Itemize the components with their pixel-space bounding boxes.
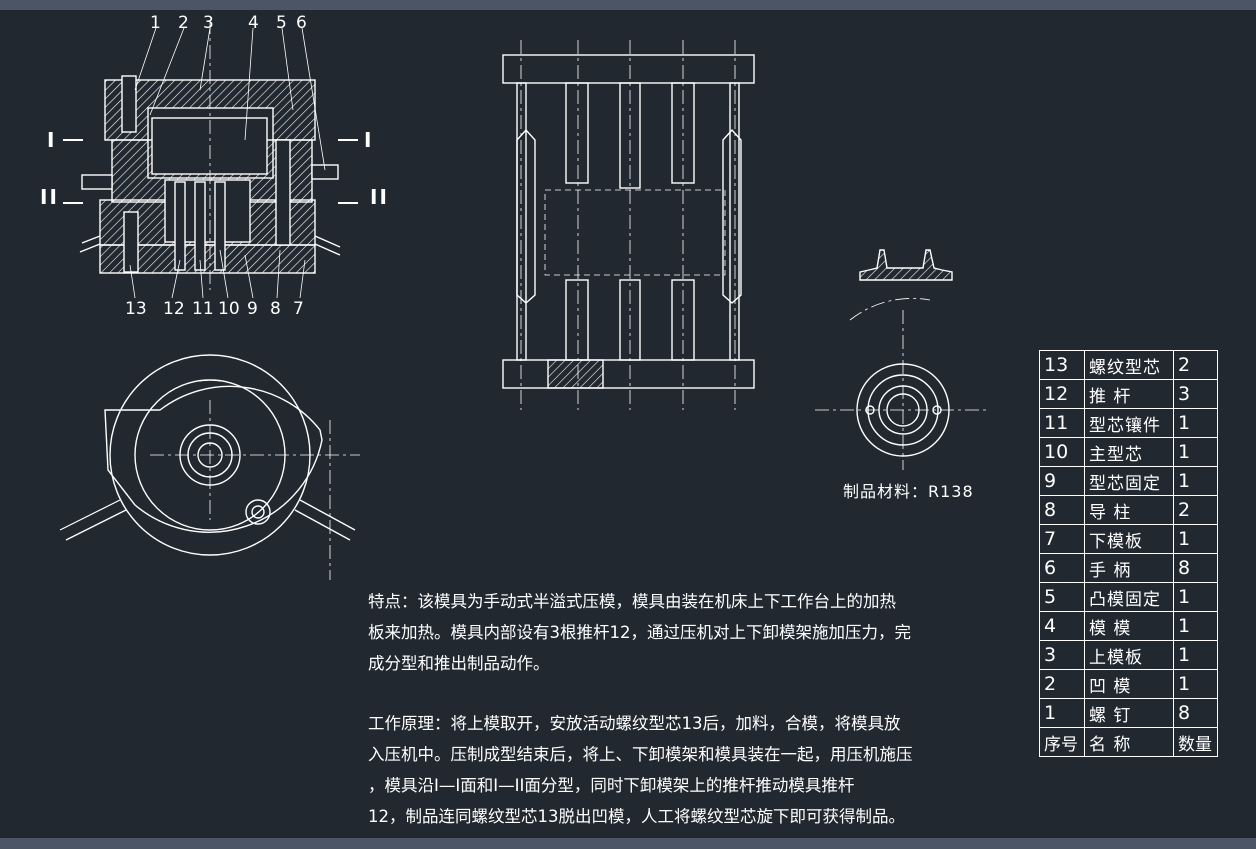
part-number: 11 <box>1039 408 1085 438</box>
part-qty: 1 <box>1173 408 1218 438</box>
section-mark-ii-left: II <box>40 185 59 209</box>
part-name: 主型芯 <box>1084 437 1174 467</box>
callout-12: 12 <box>163 299 185 319</box>
callout-2: 2 <box>178 13 189 33</box>
callout-9: 9 <box>247 299 258 319</box>
part-qty: 8 <box>1173 553 1218 583</box>
part-name: 模 模 <box>1084 611 1174 641</box>
part-name: 凸模固定 <box>1084 582 1174 612</box>
part-name: 上模板 <box>1084 640 1174 670</box>
header-qty: 数量 <box>1173 727 1218 757</box>
part-name: 螺 钉 <box>1084 698 1174 728</box>
section-mark-ii-right: II <box>370 185 389 209</box>
unloading-frame-view <box>502 40 755 410</box>
part-name: 导 柱 <box>1084 495 1174 525</box>
part-number: 5 <box>1039 582 1085 612</box>
callout-6: 6 <box>296 13 307 33</box>
part-number: 4 <box>1039 611 1085 641</box>
header-name: 名 称 <box>1084 727 1174 757</box>
part-qty: 1 <box>1173 466 1218 496</box>
mold-section-view <box>63 20 358 299</box>
callout-11: 11 <box>192 299 214 319</box>
part-number: 8 <box>1039 495 1085 525</box>
part-number: 1 <box>1039 698 1085 728</box>
header-number: 序号 <box>1039 727 1085 757</box>
table-header-row: 序号名 称数量 <box>1039 727 1218 757</box>
part-number: 9 <box>1039 466 1085 496</box>
part-name: 螺纹型芯 <box>1084 350 1174 380</box>
mold-plan-view <box>59 354 360 580</box>
principle-notes: 工作原理：将上模取开，安放活动螺纹型芯13后，加料，合模，将模具放 入压机中。压… <box>368 708 913 832</box>
part-qty: 1 <box>1173 640 1218 670</box>
features-notes: 特点：该模具为手动式半溢式压模，模具由装在机床上下工作台上的加热 板来加热。模具… <box>368 586 911 679</box>
callout-8: 8 <box>270 299 281 319</box>
part-qty: 1 <box>1173 524 1218 554</box>
callout-5: 5 <box>276 13 287 33</box>
features-line: 成分型和推出制品动作。 <box>368 654 550 673</box>
part-name: 推 杆 <box>1084 379 1174 409</box>
part-qty: 1 <box>1173 669 1218 699</box>
callout-13: 13 <box>125 299 147 319</box>
part-number: 2 <box>1039 669 1085 699</box>
section-mark-i-left: I <box>47 128 57 152</box>
part-number: 3 <box>1039 640 1085 670</box>
callout-4: 4 <box>248 13 259 33</box>
section-mark-i-right: I <box>364 128 374 152</box>
callout-7: 7 <box>293 299 304 319</box>
principle-line: ，模具沿I—I面和I—II面分型，同时下卸模架上的推杆推动模具推杆 <box>368 776 855 795</box>
part-name: 型芯镶件 <box>1084 408 1174 438</box>
part-number: 13 <box>1039 350 1085 380</box>
top-bar <box>0 0 1256 10</box>
part-qty: 8 <box>1173 698 1218 728</box>
part-number: 6 <box>1039 553 1085 583</box>
part-name: 手 柄 <box>1084 553 1174 583</box>
principle-line: 12，制品连同螺纹型芯13脱出凹模，人工将螺纹型芯旋下即可获得制品。 <box>368 807 905 826</box>
part-qty: 3 <box>1173 379 1218 409</box>
callout-3: 3 <box>203 13 214 33</box>
part-qty: 2 <box>1173 350 1218 380</box>
callout-10: 10 <box>218 299 240 319</box>
part-name: 型芯固定 <box>1084 466 1174 496</box>
principle-line: 入压机中。压制成型结束后，将上、下卸模架和模具装在一起，用压机施压 <box>368 745 913 764</box>
part-number: 7 <box>1039 524 1085 554</box>
part-qty: 1 <box>1173 437 1218 467</box>
part-number: 10 <box>1039 437 1085 467</box>
part-name: 下模板 <box>1084 524 1174 554</box>
part-qty: 1 <box>1173 582 1218 612</box>
part-number: 12 <box>1039 379 1085 409</box>
part-qty: 1 <box>1173 611 1218 641</box>
bottom-bar <box>0 838 1256 849</box>
features-line: 板来加热。模具内部设有3根推杆12，通过压机对上下卸模架施加压力，完 <box>368 623 911 642</box>
product-views <box>815 249 990 470</box>
principle-line: 工作原理：将上模取开，安放活动螺纹型芯13后，加料，合模，将模具放 <box>368 714 901 733</box>
features-line: 特点：该模具为手动式半溢式压模，模具由装在机床上下工作台上的加热 <box>368 592 896 611</box>
callout-1: 1 <box>150 13 161 33</box>
product-material-label: 制品材料：R138 <box>843 482 974 501</box>
part-qty: 2 <box>1173 495 1218 525</box>
drawing-canvas <box>59 20 990 580</box>
part-name: 凹 模 <box>1084 669 1174 699</box>
